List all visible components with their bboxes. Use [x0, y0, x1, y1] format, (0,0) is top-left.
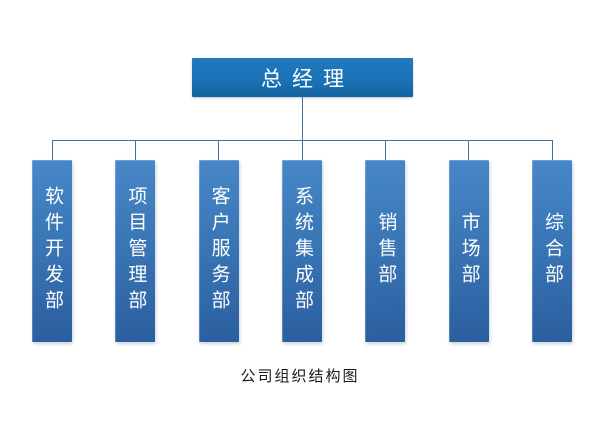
connector-drop-line	[551, 140, 553, 161]
org-node-marketing-label: 市场部	[458, 212, 480, 290]
connector-root-drop-line	[301, 97, 303, 140]
org-node-general-affairs: 综合部	[531, 160, 572, 342]
org-node-general-affairs-label: 综合部	[541, 212, 563, 290]
org-node-sales-label: 销售部	[375, 212, 397, 290]
org-node-general-manager: 总经理	[192, 58, 413, 97]
org-node-software-development-label: 软件开发部	[42, 186, 63, 316]
org-node-software-development: 软件开发部	[32, 160, 72, 342]
org-node-marketing: 市场部	[448, 160, 489, 342]
org-node-project-management-label: 项目管理部	[125, 186, 147, 316]
org-node-sales: 销售部	[365, 160, 406, 342]
department-row: 软件开发部 项目管理部 客户服务部 系统集成部 销售部 市场部 综合部	[32, 160, 572, 342]
connector-drop-line	[218, 140, 220, 161]
connector-drop-line	[384, 140, 386, 161]
org-node-system-integration: 系统集成部	[281, 160, 322, 342]
connector-drop-line	[51, 140, 53, 161]
org-node-general-manager-label: 总经理	[261, 66, 354, 91]
org-node-system-integration-label: 系统集成部	[291, 186, 313, 316]
org-node-project-management: 项目管理部	[115, 160, 156, 342]
connector-drop-line	[468, 140, 470, 161]
chart-caption: 公司组织结构图	[240, 369, 360, 385]
connector-drop-line	[134, 140, 136, 161]
connector-drop-line	[301, 140, 303, 161]
org-node-customer-service-label: 客户服务部	[208, 186, 230, 316]
org-node-customer-service: 客户服务部	[198, 160, 239, 342]
